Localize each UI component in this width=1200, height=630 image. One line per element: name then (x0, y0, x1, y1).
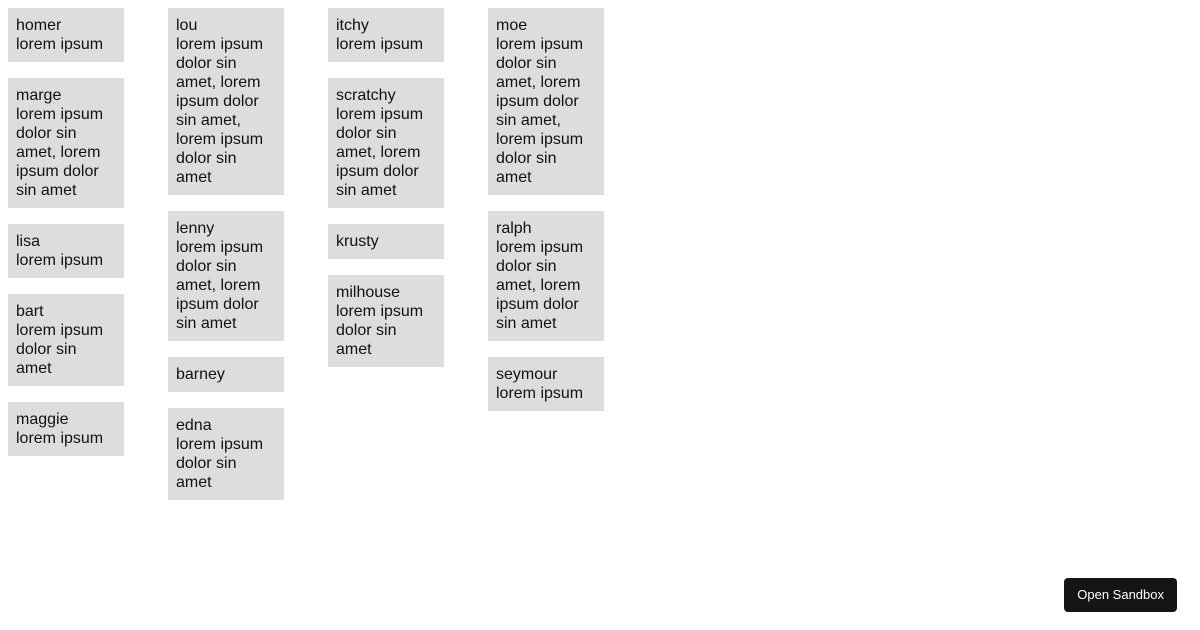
masonry-column-2: lou lorem ipsum dolor sin amet, lorem ip… (168, 8, 284, 500)
card-name: itchy (336, 17, 369, 34)
card-name: milhouse (336, 284, 401, 301)
card-milhouse: milhouse lorem ipsum dolor sin amet (328, 275, 444, 367)
card-text: lorem ipsum dolor sin amet (336, 303, 424, 358)
card-text: lorem ipsum dolor sin amet (176, 436, 264, 491)
card-name: marge (16, 87, 62, 104)
card-name: krusty (336, 233, 379, 250)
card-moe: moe lorem ipsum dolor sin amet, lorem ip… (488, 8, 604, 195)
card-text: lorem ipsum dolor sin amet (16, 322, 104, 377)
card-seymour: seymour lorem ipsum (488, 357, 604, 411)
card-text: lorem ipsum (16, 252, 104, 269)
card-name: barney (176, 366, 225, 383)
card-text: lorem ipsum (336, 36, 424, 53)
card-marge: marge lorem ipsum dolor sin amet, lorem … (8, 78, 124, 208)
card-name: lisa (16, 233, 41, 250)
card-lou: lou lorem ipsum dolor sin amet, lorem ip… (168, 8, 284, 195)
masonry-grid: homer lorem ipsum marge lorem ipsum dolo… (8, 8, 604, 500)
card-text: lorem ipsum dolor sin amet, lorem ipsum … (16, 106, 104, 199)
card-name: lou (176, 17, 198, 34)
card-text: lorem ipsum dolor sin amet, lorem ipsum … (176, 36, 264, 186)
card-name: homer (16, 17, 62, 34)
masonry-column-4: moe lorem ipsum dolor sin amet, lorem ip… (488, 8, 604, 411)
masonry-column-1: homer lorem ipsum marge lorem ipsum dolo… (8, 8, 124, 456)
card-scratchy: scratchy lorem ipsum dolor sin amet, lor… (328, 78, 444, 208)
card-text: lorem ipsum dolor sin amet, lorem ipsum … (496, 239, 584, 332)
masonry-column-3: itchy lorem ipsum scratchy lorem ipsum d… (328, 8, 444, 367)
card-krusty: krusty (328, 224, 444, 259)
card-name: bart (16, 303, 44, 320)
card-homer: homer lorem ipsum (8, 8, 124, 62)
open-sandbox-button[interactable]: Open Sandbox (1064, 578, 1177, 612)
card-text: lorem ipsum dolor sin amet, lorem ipsum … (176, 239, 264, 332)
card-name: lenny (176, 220, 215, 237)
card-maggie: maggie lorem ipsum (8, 402, 124, 456)
card-name: ralph (496, 220, 532, 237)
card-name: moe (496, 17, 528, 34)
card-name: maggie (16, 411, 69, 428)
card-lisa: lisa lorem ipsum (8, 224, 124, 278)
card-barney: barney (168, 357, 284, 392)
card-bart: bart lorem ipsum dolor sin amet (8, 294, 124, 386)
card-text: lorem ipsum (16, 430, 104, 447)
card-text: lorem ipsum (16, 36, 104, 53)
card-text: lorem ipsum (496, 385, 584, 402)
card-name: edna (176, 417, 212, 434)
card-text: lorem ipsum dolor sin amet, lorem ipsum … (336, 106, 424, 199)
card-ralph: ralph lorem ipsum dolor sin amet, lorem … (488, 211, 604, 341)
card-lenny: lenny lorem ipsum dolor sin amet, lorem … (168, 211, 284, 341)
card-name: scratchy (336, 87, 396, 104)
card-text: lorem ipsum dolor sin amet, lorem ipsum … (496, 36, 584, 186)
card-name: seymour (496, 366, 558, 383)
card-edna: edna lorem ipsum dolor sin amet (168, 408, 284, 500)
card-itchy: itchy lorem ipsum (328, 8, 444, 62)
